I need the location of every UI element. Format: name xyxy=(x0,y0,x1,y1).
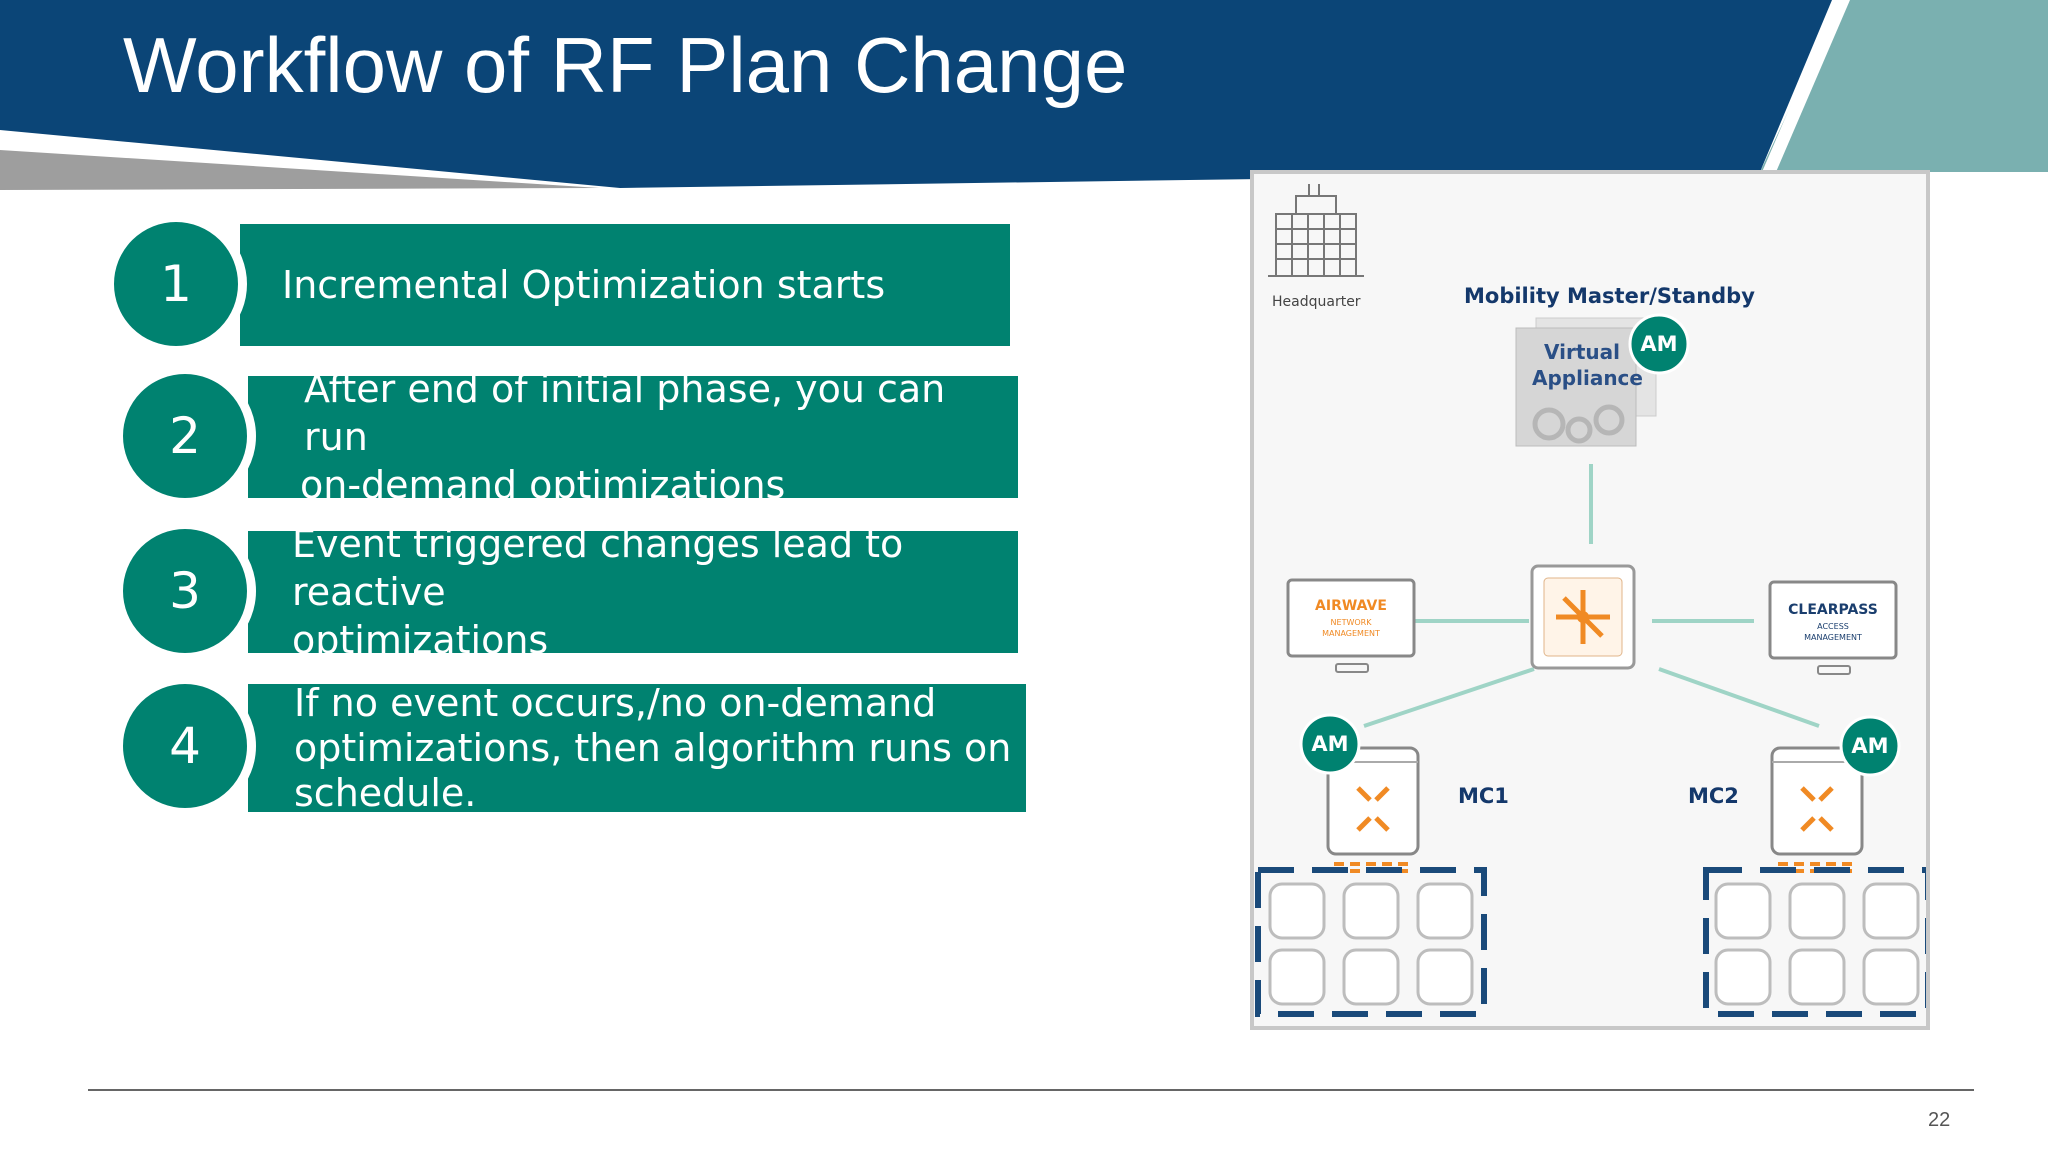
step-3-bar: Event triggered changes lead to reactive… xyxy=(248,522,1018,662)
step-4-bar: If no event occurs,/no on-demand optimiz… xyxy=(248,680,1026,815)
virtual-appliance-label-line1: Virtual xyxy=(1544,340,1620,364)
am-badge-mc1: AM xyxy=(1311,732,1349,756)
mobility-master-label: Mobility Master/Standby xyxy=(1464,284,1755,308)
network-diagram: Headquarter Mobility Master/Standby Virt… xyxy=(1250,170,1930,1030)
airwave-monitor-icon xyxy=(1286,578,1416,673)
access-point-group-1 xyxy=(1255,867,1487,1017)
virtual-appliance-label-line2: Appliance xyxy=(1532,366,1643,390)
clearpass-label-line1: CLEARPASS xyxy=(1788,602,1878,618)
headquarter-label: Headquarter xyxy=(1272,294,1361,310)
clearpass-label-line2: ACCESS xyxy=(1817,622,1849,631)
step-2-text-line1: After end of initial phase, you can run xyxy=(304,367,946,459)
am-badge-shapes xyxy=(1299,313,1901,777)
am-badge-mc2: AM xyxy=(1851,734,1889,758)
slide-title: Workflow of RF Plan Change xyxy=(123,21,1128,109)
step-3-text-line1: Event triggered changes lead to reactive xyxy=(292,522,904,614)
step-4-text-line3: schedule. xyxy=(294,770,477,815)
network-diagram-graphics xyxy=(1255,184,1926,1017)
step-3-text-line2: optimizations xyxy=(292,618,549,662)
mc1-label: MC1 xyxy=(1458,784,1509,808)
step-4-text-line2: optimizations, then algorithm runs on xyxy=(294,725,1012,770)
airwave-label-line1: AIRWAVE xyxy=(1315,598,1387,614)
footer-divider xyxy=(88,1089,1974,1091)
airwave-label-line2: NETWORK xyxy=(1330,618,1372,627)
mc2-label: MC2 xyxy=(1688,784,1739,808)
virtual-appliance-icon xyxy=(1515,317,1657,447)
clearpass-label-line3: MANAGEMENT xyxy=(1804,633,1862,642)
airwave-label-line3: MANAGEMENT xyxy=(1322,629,1380,638)
step-4-text-line1: If no event occurs,/no on-demand xyxy=(294,680,937,725)
access-point-group-2 xyxy=(1703,867,1926,1017)
central-controller-icon xyxy=(1530,564,1636,670)
step-1-number: 1 xyxy=(105,213,247,355)
clearpass-monitor-icon xyxy=(1768,580,1898,675)
header-banner xyxy=(0,0,2048,190)
step-4-number: 4 xyxy=(114,675,256,817)
step-2-bar: After end of initial phase, you can run … xyxy=(248,367,1018,507)
am-badge-mobility-master: AM xyxy=(1640,332,1678,356)
mc1-controller-icon xyxy=(1326,746,1420,873)
step-2-text-line2: on-demand optimizations xyxy=(300,463,786,507)
step-1-bar: Incremental Optimization starts xyxy=(240,224,1010,346)
connector-lines xyxy=(1363,464,1820,728)
step-1-text: Incremental Optimization starts xyxy=(282,263,886,307)
step-2-number: 2 xyxy=(114,365,256,507)
step-3-number: 3 xyxy=(114,520,256,662)
building-icon xyxy=(1268,184,1364,277)
page-number: 22 xyxy=(1928,1109,1951,1131)
